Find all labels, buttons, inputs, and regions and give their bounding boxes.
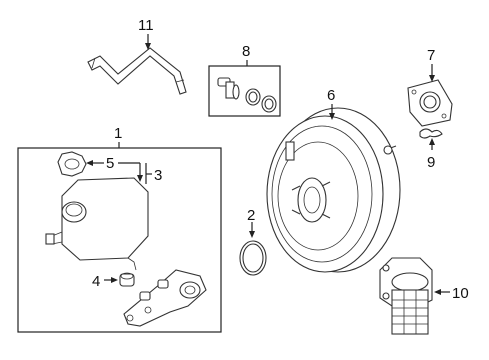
vacuum-pump [379,257,433,335]
arrow-5a [86,160,93,166]
callout-11: 11 [138,17,154,34]
callout-1: 1 [114,125,122,142]
reservoir-cap [57,151,87,177]
arrow-10 [434,289,441,295]
brake-booster [266,107,401,273]
callout-5: 5 [106,155,114,172]
callout-8: 8 [242,43,250,60]
arrow-5b [137,175,143,182]
grommet [119,272,135,287]
arrow-11 [145,43,151,50]
o-ring [239,240,267,276]
callout-7: 7 [427,47,435,64]
callout-3: 3 [154,167,162,184]
arrow-4 [111,277,118,283]
callout-4: 4 [92,273,100,290]
clip [419,128,443,139]
callout-2: 2 [247,207,255,224]
gasket [407,79,453,127]
box-8 [208,65,281,117]
arrow-6 [329,113,335,120]
vacuum-hose [87,47,187,95]
master-cylinder [123,269,207,327]
arrow-7 [429,75,435,82]
arrow-9 [429,138,435,145]
reservoir [45,177,149,271]
arrow-2 [249,231,255,238]
callout-10: 10 [452,285,469,302]
callout-6: 6 [327,87,335,104]
callout-9: 9 [427,154,435,171]
check-valve-kit [217,77,277,113]
